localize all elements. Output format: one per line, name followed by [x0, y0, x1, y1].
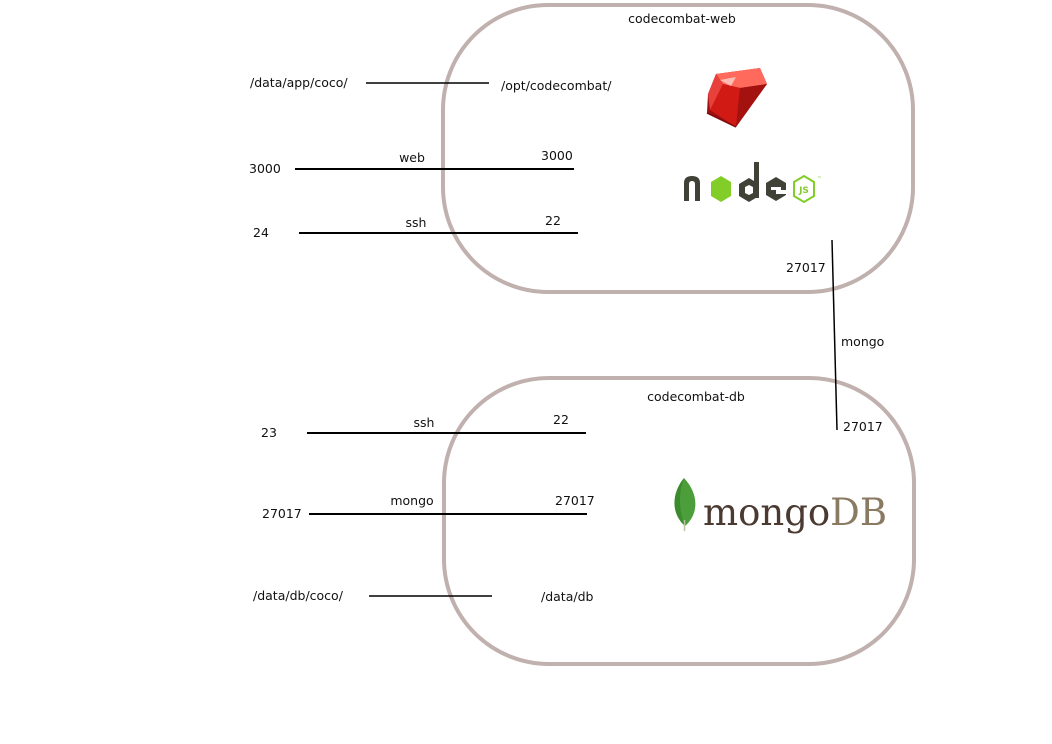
- web-link-port: 27017: [786, 260, 826, 275]
- web-ssh-container-port: 22: [545, 213, 561, 228]
- web-ssh-host-port: 24: [253, 225, 269, 240]
- web-port-host: 3000: [249, 161, 281, 176]
- mongodb-logo: mongoDB: [674, 478, 887, 534]
- web-container-title: codecombat-web: [628, 11, 736, 26]
- db-volume-container-path: /data/db: [541, 589, 594, 604]
- web-port-container: 3000: [541, 148, 573, 163]
- db-link-port: 27017: [843, 419, 883, 434]
- db-container-title: codecombat-db: [647, 389, 745, 404]
- db-mongo-container-port: 27017: [555, 493, 595, 508]
- nodejs-logo: JS ™: [684, 162, 822, 204]
- web-volume-host-path: /data/app/coco/: [250, 75, 348, 90]
- web-ssh-name: ssh: [406, 215, 427, 230]
- web-port-name: web: [399, 150, 425, 165]
- db-mongo-host-port: 27017: [262, 506, 302, 521]
- nodejs-js-badge: [793, 174, 815, 204]
- db-ssh-name: ssh: [414, 415, 435, 430]
- db-ssh-host-port: 23: [261, 425, 277, 440]
- nodejs-trademark: ™: [817, 176, 822, 182]
- ruby-icon: [706, 68, 767, 128]
- nodejs-js-badge-text: JS: [798, 186, 809, 196]
- db-mongo-name: mongo: [390, 493, 433, 508]
- nodejs-hexagon-o: [711, 176, 731, 202]
- nodejs-letter-n: [684, 176, 700, 201]
- db-volume-host-path: /data/db/coco/: [253, 588, 344, 603]
- web-volume-container-path: /opt/codecombat/: [501, 78, 612, 93]
- db-ssh-container-port: 22: [553, 412, 569, 427]
- nodejs-letter-e: [766, 177, 786, 201]
- nodejs-letter-d: [739, 162, 759, 202]
- mongodb-wordmark: mongoDB: [703, 491, 887, 534]
- mongo-link-label: mongo: [841, 334, 884, 349]
- web-container-box: [441, 3, 915, 294]
- mongo-link-line: [831, 239, 838, 431]
- db-container-box: [442, 376, 916, 666]
